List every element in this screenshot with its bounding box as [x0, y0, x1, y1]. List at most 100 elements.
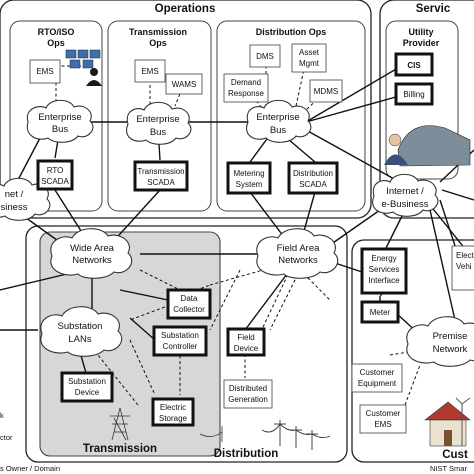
ems-transmission-label: EMS: [141, 67, 158, 76]
asset-mgmt-label-2: Mgmt: [299, 59, 320, 68]
smart-home-icon: [424, 397, 471, 447]
ems-rto-box: [29, 59, 61, 84]
distribution-ops-title: Distribution Ops: [256, 27, 327, 37]
electric-storage-label-2: Storage: [159, 414, 188, 423]
transmission-title: Transmission: [83, 443, 157, 455]
operations-title: Operations: [155, 3, 216, 15]
left-edge-label-1: k: [0, 411, 4, 420]
operations-domain: [0, 0, 372, 219]
enterprise-bus-2-label-1: Enterprise: [136, 114, 179, 125]
premises-label-1: Premise: [433, 331, 468, 342]
dms-label: DMS: [256, 52, 274, 61]
enterprise-bus-3-label-1: Enterprise: [256, 112, 299, 123]
field-device-label-2: Device: [234, 344, 259, 353]
rto-scada-box: [36, 159, 74, 191]
internet-left-label-1: net /: [5, 189, 24, 200]
enterprise-bus-cloud-3: [246, 99, 312, 143]
customer-service-person-icon: [384, 125, 471, 167]
wams-label: WAMS: [172, 80, 197, 89]
data-collector-box: [166, 288, 212, 320]
electric-vehicle-label-1: Electr: [456, 251, 474, 260]
cis-box: [394, 52, 434, 77]
metering-system-label-1: Metering: [233, 169, 264, 178]
distribution-scada-box: [287, 161, 339, 195]
field-device-box: [226, 327, 266, 357]
premises-label-2: Network: [433, 344, 468, 355]
enterprise-bus-cloud-1: [26, 99, 94, 143]
transmission-scada-label-1: Transmission: [137, 167, 184, 176]
electric-vehicle-label-2: Vehi: [456, 262, 472, 271]
wide-area-networks-cloud: [50, 228, 133, 279]
substation-lans-label-2: LANs: [68, 334, 91, 345]
service-provider-title: Servic: [416, 3, 451, 15]
customer-title: Cust: [442, 449, 468, 461]
distributed-generation-label-1: Distributed: [229, 384, 267, 393]
customer-ems-box: [359, 404, 407, 434]
ems-rto-label: EMS: [36, 67, 53, 76]
substation-controller-label-1: Substation: [161, 331, 199, 340]
enterprise-bus-3-label-2: Bus: [270, 125, 287, 136]
internet-left-label-2: siness: [1, 202, 28, 213]
billing-label: Billing: [403, 90, 424, 99]
rto-ops-title-2: Ops: [47, 38, 65, 48]
enterprise-bus-1-label-2: Bus: [52, 124, 69, 135]
distributed-generation-label-2: Generation: [228, 395, 268, 404]
mdms-label: MDMS: [314, 87, 338, 96]
footer-right-text: NIST Smar: [430, 464, 467, 473]
connection-lines: [0, 59, 474, 406]
cis-label: CIS: [407, 61, 421, 70]
substation-lans-label-1: Substation: [58, 321, 103, 332]
rto-ops-title-1: RTO/ISO: [38, 27, 75, 37]
internet-right-label-1: Internet /: [386, 186, 424, 197]
distributed-generation-box: [223, 379, 273, 409]
customer-domain: [351, 239, 474, 463]
substation-controller-label-2: Controller: [163, 342, 198, 351]
rto-scada-label-2: SCADA: [41, 177, 69, 186]
wan-label-1: Wide Area: [70, 243, 115, 254]
transmission-tower-icon: [110, 407, 130, 441]
distribution-title: Distribution: [214, 448, 279, 460]
customer-equipment-box: [351, 363, 403, 393]
asset-mgmt-box: [291, 43, 327, 73]
power-line-icon: [199, 426, 223, 442]
customer-equipment-label-2: Equipment: [358, 379, 397, 388]
footer-left-text: s Owner / Domain: [0, 464, 60, 473]
metering-system-label-2: System: [236, 180, 263, 189]
enterprise-bus-1-label-1: Enterprise: [38, 112, 81, 123]
internet-right-label-2: e-Business: [382, 199, 429, 210]
ems-transmission-box: [134, 59, 166, 83]
substation-device-box: [60, 371, 114, 403]
premises-network-cloud: [406, 316, 474, 367]
wan-label-2: Networks: [72, 255, 112, 266]
internet-right-cloud: [372, 173, 439, 217]
fan-label-1: Field Area: [277, 243, 320, 254]
electric-storage-box: [151, 397, 195, 427]
wams-box: [165, 73, 203, 95]
meter-label: Meter: [370, 308, 391, 317]
service-provider-domain: [379, 0, 474, 219]
customer-equipment-label-1: Customer: [360, 368, 395, 377]
data-collector-label-2: Collector: [173, 305, 205, 314]
transmission-scada-label-2: SCADA: [147, 178, 175, 187]
substation-device-label-1: Substation: [68, 377, 106, 386]
asset-mgmt-label-1: Asset: [299, 48, 320, 57]
rto-scada-label-1: RTO: [47, 166, 64, 175]
esi-label-1: Energy: [371, 254, 396, 263]
demand-response-label-1: Demand: [231, 78, 261, 87]
field-device-label-1: Field: [237, 333, 254, 342]
distribution-scada-label-2: SCADA: [299, 180, 327, 189]
utility-provider-title-2: Provider: [403, 38, 440, 48]
enterprise-bus-cloud-2: [126, 101, 192, 145]
customer-ems-label-2: EMS: [374, 420, 391, 429]
transmission-scada-box: [133, 160, 189, 192]
left-edge-label-2: ctor: [0, 433, 13, 442]
demand-response-label-2: Response: [228, 89, 265, 98]
dms-box: [249, 44, 281, 68]
energy-services-interface-box: [360, 247, 408, 295]
operator-workstation-icon: [65, 49, 102, 86]
distribution-scada-label-1: Distribution: [293, 169, 333, 178]
transmission-ops-title-2: Ops: [149, 38, 167, 48]
enterprise-bus-2-label-2: Bus: [150, 127, 167, 138]
data-collector-label-1: Data: [181, 294, 198, 303]
